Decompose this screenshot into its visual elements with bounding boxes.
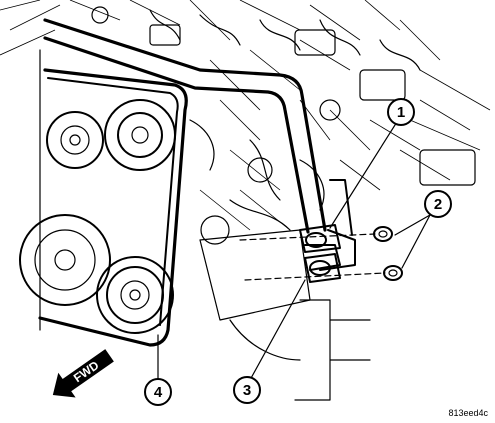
callout-3: 3 [233,376,261,404]
callout-2: 2 [424,190,452,218]
callout-1: 1 [387,98,415,126]
figure-ref: 813eed4c [448,408,488,418]
accessory-drive [19,49,188,347]
nuts [239,226,403,281]
line-bracket [299,224,341,283]
svg-text:1: 1 [397,104,405,121]
svg-text:2: 2 [434,196,442,213]
callout-4: 4 [144,378,172,406]
fwd-arrow-icon: FWD [52,349,114,398]
svg-text:3: 3 [243,382,251,399]
ac-lines [43,18,356,271]
callout-leaders [157,124,431,381]
engine-background-detail [0,0,491,401]
svg-text:4: 4 [154,384,163,401]
